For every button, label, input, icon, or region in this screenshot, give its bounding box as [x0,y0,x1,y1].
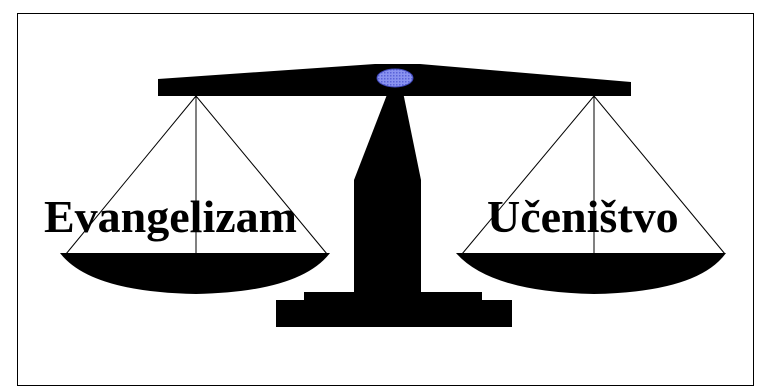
right-label: Učeništvo [487,191,679,242]
left-label: Evangelizam [44,191,297,242]
right-pan [456,253,726,294]
pivot-knob-icon [377,69,413,87]
scale-pillar [354,92,421,292]
scale-base [276,292,512,327]
left-pan [60,253,330,294]
